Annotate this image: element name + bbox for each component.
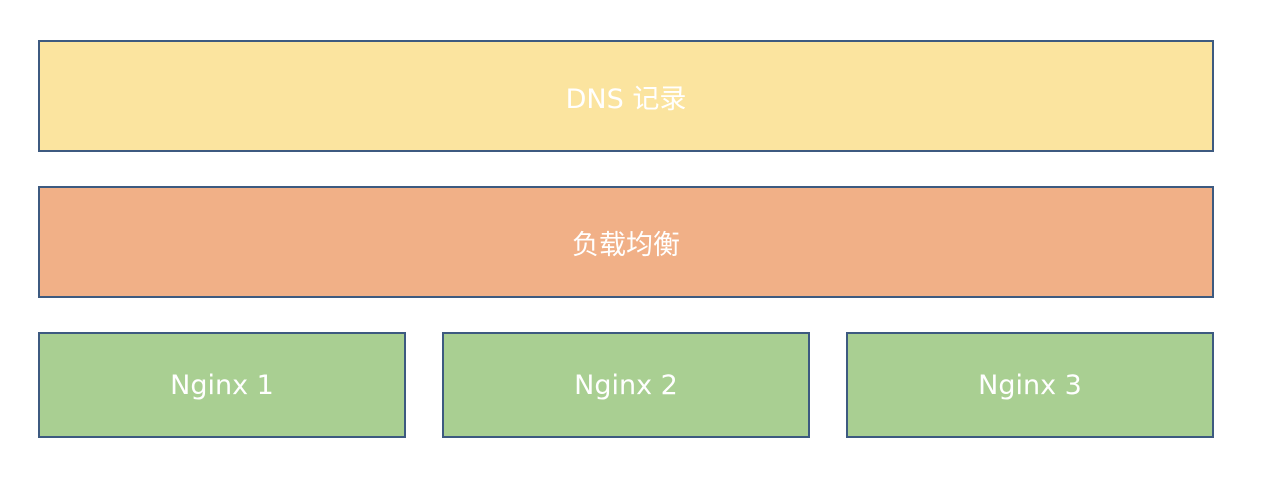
nginx-3-box: Nginx 3: [846, 332, 1214, 438]
dns-record-box: DNS 记录: [38, 40, 1214, 152]
nginx-3-label: Nginx 3: [978, 369, 1082, 401]
load-balancer-box: 负载均衡: [38, 186, 1214, 298]
load-balancer-label: 负载均衡: [572, 229, 680, 261]
nginx-1-box: Nginx 1: [38, 332, 406, 438]
nginx-1-label: Nginx 1: [170, 369, 274, 401]
nginx-server-row: Nginx 1 Nginx 2 Nginx 3: [38, 332, 1214, 438]
nginx-2-box: Nginx 2: [442, 332, 810, 438]
nginx-2-label: Nginx 2: [574, 369, 678, 401]
dns-record-label: DNS 记录: [565, 83, 687, 115]
